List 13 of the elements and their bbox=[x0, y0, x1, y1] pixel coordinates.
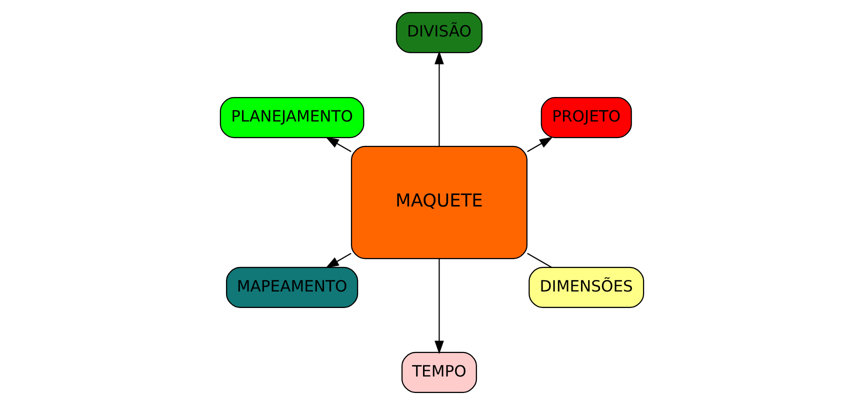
node-box: MAPEAMENTO bbox=[226, 266, 358, 308]
node-box: DIVISÃO bbox=[395, 12, 482, 54]
arrow bbox=[434, 50, 444, 146]
node-box: DIMENSÕES bbox=[528, 266, 644, 308]
arrow bbox=[526, 136, 552, 152]
node-box: PLANEJAMENTO bbox=[219, 97, 364, 138]
arrow bbox=[434, 258, 444, 354]
node-box: MAQUETE bbox=[350, 146, 527, 260]
arrow bbox=[325, 252, 351, 268]
node-box: TEMPO bbox=[400, 352, 476, 393]
connector bbox=[526, 252, 552, 268]
arrow bbox=[325, 136, 351, 152]
node-box: PROJETO bbox=[540, 97, 632, 138]
